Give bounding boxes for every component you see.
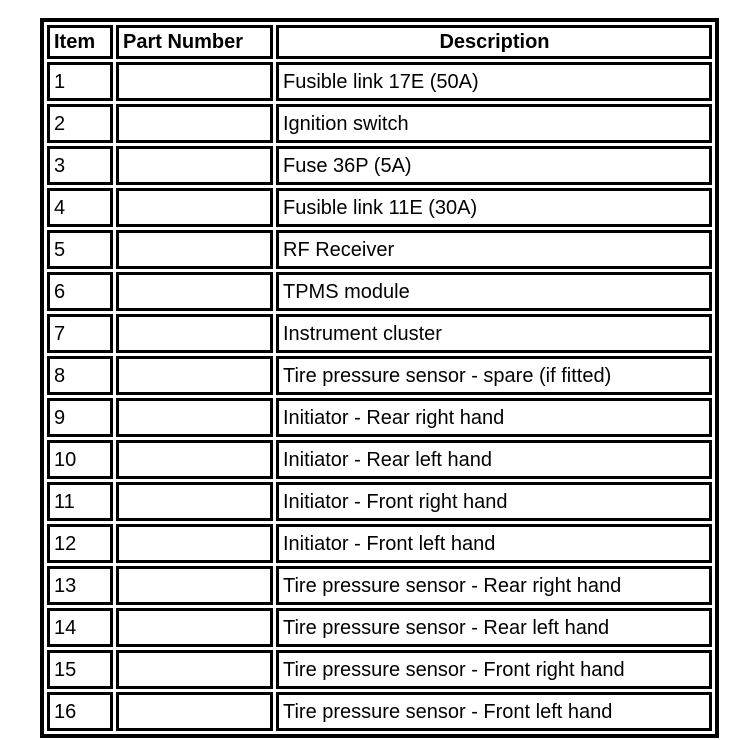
table-row: 12 Initiator - Front left hand xyxy=(47,524,712,563)
table-row: 15 Tire pressure sensor - Front right han… xyxy=(47,650,712,689)
item-cell: 5 xyxy=(47,230,113,269)
part-number-cell xyxy=(116,230,273,269)
part-number-cell xyxy=(116,62,273,101)
part-number-cell xyxy=(116,314,273,353)
part-number-cell xyxy=(116,608,273,647)
table-row: 7 Instrument cluster xyxy=(47,314,712,353)
table-row: 5 RF Receiver xyxy=(47,230,712,269)
column-header-item: Item xyxy=(47,25,113,59)
description-cell: Initiator - Rear left hand xyxy=(276,440,712,479)
description-cell: Fuse 36P (5A) xyxy=(276,146,712,185)
item-cell: 14 xyxy=(47,608,113,647)
item-cell: 16 xyxy=(47,692,113,731)
table-header-row: Item Part Number Description xyxy=(47,25,712,59)
table-row: 14 Tire pressure sensor - Rear left hand xyxy=(47,608,712,647)
description-cell: Ignition switch xyxy=(276,104,712,143)
table-row: 6 TPMS module xyxy=(47,272,712,311)
item-cell: 10 xyxy=(47,440,113,479)
description-cell: Instrument cluster xyxy=(276,314,712,353)
table-row: 2 Ignition switch xyxy=(47,104,712,143)
table-row: 9 Initiator - Rear right hand xyxy=(47,398,712,437)
table-row: 8 Tire pressure sensor - spare (if fitted… xyxy=(47,356,712,395)
part-number-cell xyxy=(116,692,273,731)
part-number-cell xyxy=(116,104,273,143)
item-cell: 9 xyxy=(47,398,113,437)
part-number-cell xyxy=(116,398,273,437)
description-cell: TPMS module xyxy=(276,272,712,311)
description-cell: Fusible link 11E (30A) xyxy=(276,188,712,227)
item-cell: 7 xyxy=(47,314,113,353)
table-row: 3 Fuse 36P (5A) xyxy=(47,146,712,185)
table-row: 16 Tire pressure sensor - Front left hand xyxy=(47,692,712,731)
description-cell: Tire pressure sensor - Rear left hand xyxy=(276,608,712,647)
description-cell: Initiator - Front left hand xyxy=(276,524,712,563)
part-number-cell xyxy=(116,650,273,689)
table-row: 11 Initiator - Front right hand xyxy=(47,482,712,521)
item-cell: 15 xyxy=(47,650,113,689)
part-number-cell xyxy=(116,482,273,521)
description-cell: RF Receiver xyxy=(276,230,712,269)
part-number-cell xyxy=(116,356,273,395)
item-cell: 6 xyxy=(47,272,113,311)
part-number-cell xyxy=(116,146,273,185)
item-cell: 2 xyxy=(47,104,113,143)
item-cell: 4 xyxy=(47,188,113,227)
part-number-cell xyxy=(116,440,273,479)
description-cell: Tire pressure sensor - spare (if fitted) xyxy=(276,356,712,395)
part-number-cell xyxy=(116,272,273,311)
description-cell: Initiator - Rear right hand xyxy=(276,398,712,437)
table-row: 10 Initiator - Rear left hand xyxy=(47,440,712,479)
table-row: 13 Tire pressure sensor - Rear right hand xyxy=(47,566,712,605)
description-cell: Fusible link 17E (50A) xyxy=(276,62,712,101)
item-cell: 8 xyxy=(47,356,113,395)
description-cell: Tire pressure sensor - Rear right hand xyxy=(276,566,712,605)
part-number-cell xyxy=(116,566,273,605)
item-cell: 11 xyxy=(47,482,113,521)
table-row: 1 Fusible link 17E (50A) xyxy=(47,62,712,101)
description-cell: Tire pressure sensor - Front left hand xyxy=(276,692,712,731)
part-number-cell xyxy=(116,524,273,563)
table-row: 4 Fusible link 11E (30A) xyxy=(47,188,712,227)
part-number-cell xyxy=(116,188,273,227)
item-cell: 12 xyxy=(47,524,113,563)
item-cell: 3 xyxy=(47,146,113,185)
item-cell: 1 xyxy=(47,62,113,101)
description-cell: Initiator - Front right hand xyxy=(276,482,712,521)
description-cell: Tire pressure sensor - Front right hand xyxy=(276,650,712,689)
item-cell: 13 xyxy=(47,566,113,605)
column-header-description: Description xyxy=(276,25,712,59)
column-header-part-number: Part Number xyxy=(116,25,273,59)
